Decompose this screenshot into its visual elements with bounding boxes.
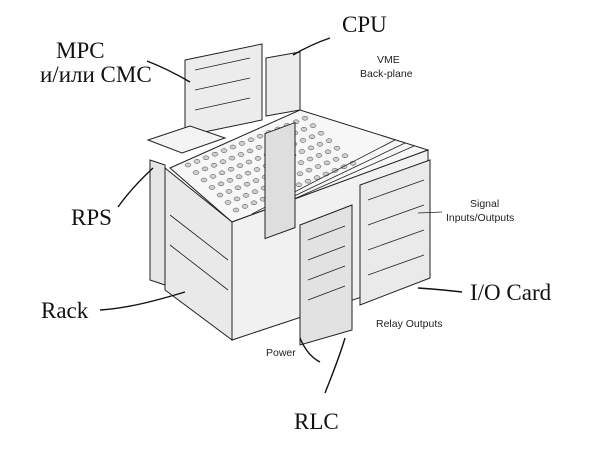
perforation-hole <box>237 152 245 157</box>
perforation-hole <box>300 127 308 132</box>
perforation-hole <box>333 145 341 151</box>
perforation-hole <box>301 115 309 121</box>
perforation-hole <box>306 156 314 162</box>
vme-annotation-line1: VME <box>377 54 400 66</box>
power-module <box>264 121 296 240</box>
perforation-hole <box>192 170 200 175</box>
perforation-hole <box>298 149 306 154</box>
perforation-hole <box>211 151 219 157</box>
perforation-hole <box>235 174 243 179</box>
perforation-hole <box>255 145 263 150</box>
perforation-hole <box>315 153 323 158</box>
perforation-hole <box>250 200 258 206</box>
perforation-hole <box>229 144 237 150</box>
perforation-hole <box>323 160 331 166</box>
perforation-hole <box>246 148 254 154</box>
cpu-label: CPU <box>342 12 387 37</box>
rlc-label: RLC <box>294 409 339 434</box>
perforation-hole <box>254 156 262 161</box>
perforation-hole <box>251 189 259 194</box>
perforation-hole <box>226 178 234 183</box>
perforation-hole <box>297 160 305 165</box>
mpc-label-line1: MPC <box>56 38 105 63</box>
perforation-hole <box>193 159 201 164</box>
perforation-hole <box>307 145 315 151</box>
rps-label: RPS <box>71 205 112 230</box>
perforation-hole <box>305 167 313 173</box>
perforation-hole <box>208 185 216 190</box>
perforation-hole <box>247 137 255 143</box>
signal-annotation-line1: Signal <box>470 198 499 210</box>
perforation-hole <box>220 148 228 153</box>
perforation-hole <box>244 170 252 176</box>
perforation-hole <box>238 141 246 146</box>
rack-illustration <box>146 43 431 363</box>
perforation-hole <box>236 163 244 168</box>
perforation-hole <box>314 164 322 169</box>
perforation-hole <box>243 181 251 187</box>
perforation-hole <box>232 207 240 213</box>
signal-annotation-line2: Inputs/Outputs <box>446 212 514 224</box>
mpc-card <box>184 43 263 137</box>
perforation-hole <box>309 123 317 128</box>
perforation-hole <box>216 192 224 198</box>
perforation-hole <box>184 162 192 168</box>
perforation-hole <box>201 166 209 172</box>
perforation-hole <box>225 189 233 194</box>
power-annotation: Power <box>266 347 296 359</box>
perforation-hole <box>233 196 241 202</box>
perforation-hole <box>324 149 332 155</box>
perforation-hole <box>252 178 260 183</box>
perforation-hole <box>228 155 236 161</box>
perforation-hole <box>200 177 208 183</box>
perforation-hole <box>316 142 324 147</box>
mpc-label-line2: и/или CMC <box>40 62 152 87</box>
cpu-card <box>265 51 301 117</box>
perforation-hole <box>227 166 235 172</box>
perforation-hole <box>317 130 325 136</box>
perforation-hole <box>224 200 232 205</box>
io-card-label: I/O Card <box>470 280 552 305</box>
power-cable <box>299 337 321 363</box>
relay-outputs-annotation: Relay Outputs <box>376 318 443 330</box>
perforation-hole <box>209 174 217 179</box>
perforation-hole <box>218 170 226 176</box>
perforation-hole <box>296 171 304 176</box>
leader-lines <box>99 37 463 394</box>
perforation-hole <box>245 159 253 165</box>
perforation-hole <box>325 138 333 143</box>
perforation-hole <box>308 134 316 140</box>
perforation-hole <box>253 167 261 172</box>
perforation-hole <box>202 155 210 161</box>
perforation-hole <box>242 193 250 198</box>
rack-label: Rack <box>41 298 89 323</box>
perforation-hole <box>234 185 242 191</box>
vme-annotation-line2: Back-plane <box>360 68 413 80</box>
perforation-hole <box>217 181 225 187</box>
perforation-hole <box>341 153 349 158</box>
perforation-hole <box>256 133 264 139</box>
perforation-hole <box>313 175 321 180</box>
rlc-card <box>299 204 353 346</box>
perforation-hole <box>299 138 307 143</box>
perforation-hole <box>332 157 340 162</box>
perforation-hole <box>304 178 312 184</box>
perforation-hole <box>210 163 218 168</box>
perforation-hole <box>295 182 303 188</box>
perforation-hole <box>219 159 227 164</box>
rps-grate <box>146 125 227 154</box>
perforation-hole <box>241 204 249 209</box>
